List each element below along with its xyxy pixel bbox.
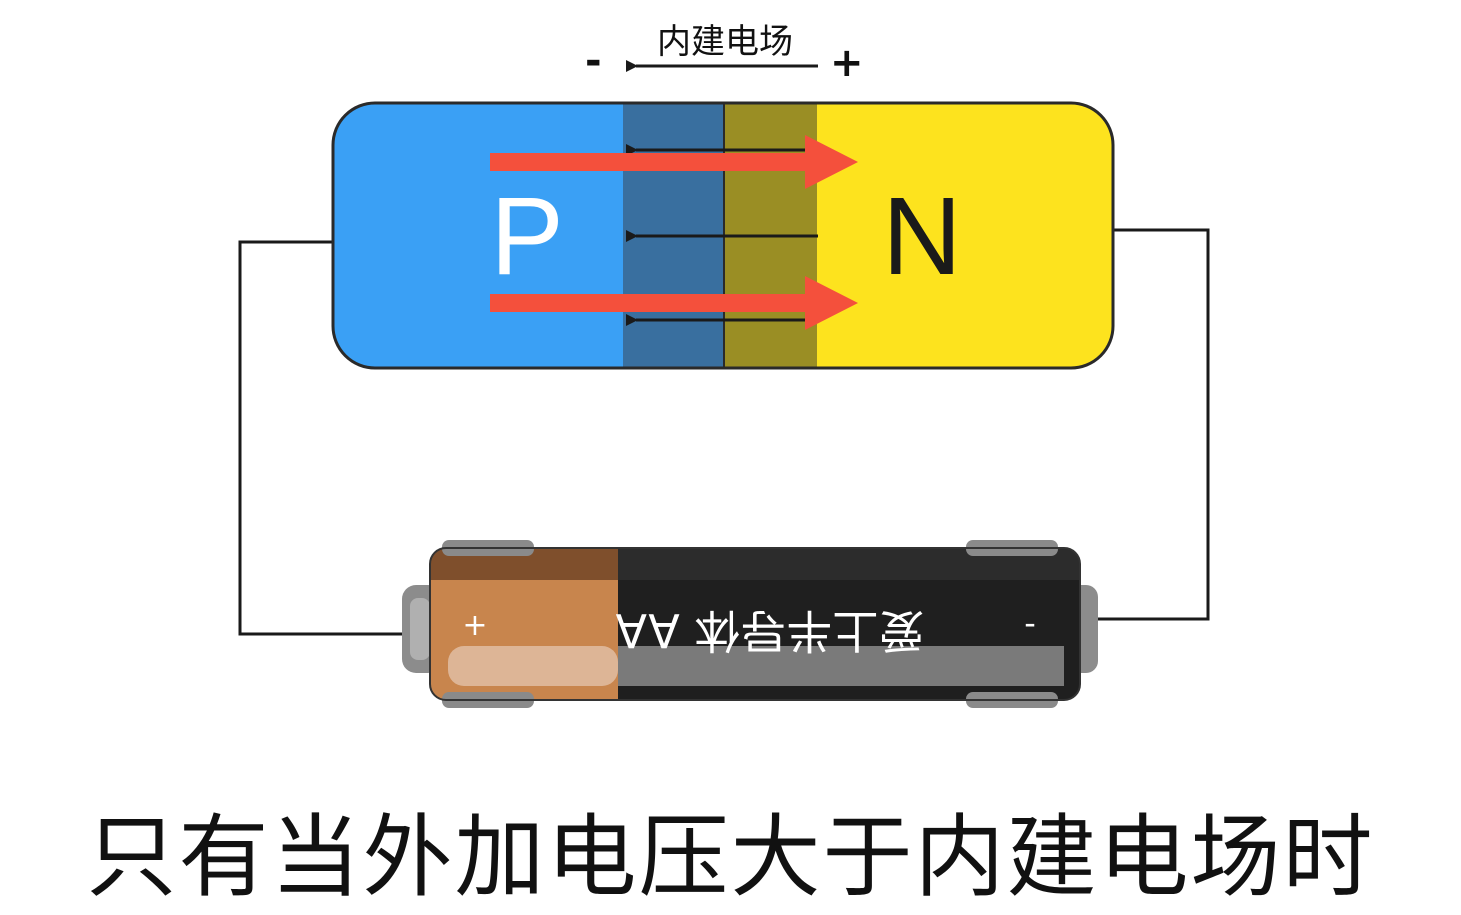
n-region bbox=[817, 103, 1113, 368]
current-arrow-top bbox=[490, 135, 858, 189]
field-minus-sign: - bbox=[585, 38, 602, 84]
diode-outline bbox=[331, 101, 1115, 370]
current-arrows bbox=[490, 135, 858, 330]
built-in-field-label: 内建电场 bbox=[657, 22, 793, 62]
left-wire bbox=[238, 240, 405, 636]
n-region-label: N bbox=[882, 175, 961, 298]
circuit-wires bbox=[238, 228, 1210, 636]
battery: + - 爱上半导体 AA bbox=[402, 540, 1098, 708]
p-region bbox=[333, 103, 623, 368]
battery-highlight-right bbox=[618, 646, 1064, 686]
p-region-label: P bbox=[490, 175, 563, 298]
diode bbox=[333, 103, 1113, 368]
battery-plus-sign: + bbox=[462, 608, 487, 643]
battery-minus-sign: - bbox=[1024, 604, 1036, 642]
current-arrow-bottom bbox=[490, 276, 858, 330]
field-plus-sign: + bbox=[830, 40, 864, 86]
right-wire bbox=[1090, 228, 1210, 621]
subtitle-caption: 只有当外加电压大于内建电场时 bbox=[86, 805, 1375, 910]
internal-field-arrows bbox=[626, 144, 818, 326]
battery-outline bbox=[429, 547, 1081, 701]
battery-label: 爱上半导体 AA bbox=[615, 604, 924, 658]
battery-highlight-left bbox=[448, 646, 618, 686]
